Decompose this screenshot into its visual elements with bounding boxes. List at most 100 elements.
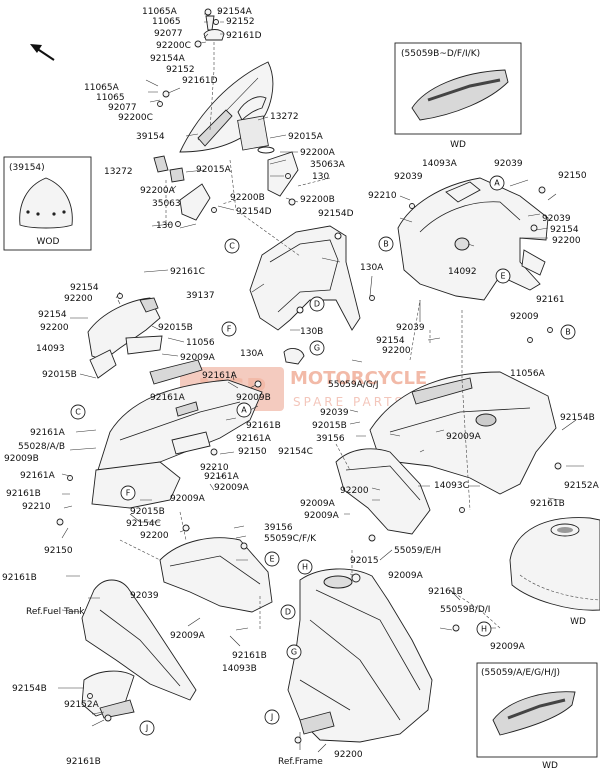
callout-label: 92200 bbox=[64, 294, 93, 304]
svg-text:B: B bbox=[383, 240, 389, 249]
callout-label: 55059/E/H bbox=[394, 546, 441, 556]
inset-side-cover-wd: (55059B~D/F/I/K) WD bbox=[394, 42, 522, 150]
callout-label: 92039 bbox=[130, 591, 159, 601]
callout-label: 11065 bbox=[152, 17, 181, 27]
reference-circles: A B E B C D F G C A F E H D G H J J bbox=[70, 175, 576, 736]
callout-label: 35063A bbox=[310, 160, 346, 170]
callout-label: 92009 bbox=[510, 312, 539, 322]
callout-label: 92161B bbox=[530, 499, 565, 509]
callout-label: 92150 bbox=[558, 171, 587, 181]
svg-text:G: G bbox=[291, 648, 297, 657]
callout-label: 92161B bbox=[6, 489, 41, 499]
callout-label: 92161D bbox=[226, 31, 262, 41]
callout-label: 92039 bbox=[320, 408, 349, 418]
callout-label: 92154 bbox=[70, 283, 99, 293]
callout-label: 92161C bbox=[170, 267, 205, 277]
callout-label: 92200 bbox=[334, 750, 363, 760]
leader-lines bbox=[58, 9, 584, 753]
callout-label: 130B bbox=[300, 327, 323, 337]
callout-label: 92200B bbox=[230, 193, 265, 203]
callout-label: 92154D bbox=[318, 209, 354, 219]
svg-text:B: B bbox=[565, 328, 571, 337]
callout-label: 14093C bbox=[434, 481, 469, 491]
fuel-tank-shape bbox=[509, 517, 600, 611]
inset-windshield-wod: (39154) WOD bbox=[3, 156, 92, 251]
callout-label: 92152A bbox=[564, 481, 600, 491]
guide-lines bbox=[119, 42, 501, 630]
inset-lower-cowl-wd: (55059/A/E/G/H/J) WD bbox=[476, 662, 598, 771]
svg-text:G: G bbox=[314, 344, 320, 353]
callout-label: 92161B bbox=[428, 587, 463, 597]
callout-label: 39156 bbox=[264, 523, 293, 533]
center-cover-55059C bbox=[335, 448, 431, 535]
callout-label: 92039 bbox=[394, 172, 423, 182]
callout-label: 13272 bbox=[270, 112, 299, 122]
callout-label: 92150 bbox=[44, 546, 73, 556]
callout-label: 92161A bbox=[30, 428, 66, 438]
callout-label: 92161B bbox=[232, 651, 267, 661]
callout-label: 92009A bbox=[304, 511, 340, 521]
bracket-35063A bbox=[267, 151, 299, 197]
callout-label: 92015B bbox=[42, 370, 77, 380]
callout-label: 92161B bbox=[246, 421, 281, 431]
callout-label: 130 bbox=[156, 221, 173, 231]
svg-text:C: C bbox=[75, 408, 81, 417]
callout-label: 39137 bbox=[186, 291, 215, 301]
callout-label: 92210 bbox=[200, 463, 229, 473]
callout-label: 92161B bbox=[2, 573, 37, 583]
callout-label: 92009A bbox=[300, 499, 336, 509]
callout-label: 92154B bbox=[12, 684, 47, 694]
callout-label: 92152 bbox=[166, 65, 195, 75]
callout-label: 92200 bbox=[340, 486, 369, 496]
svg-text:J: J bbox=[270, 713, 273, 722]
callout-label: 92009A bbox=[170, 631, 206, 641]
callout-label: 55059B/D/I bbox=[440, 605, 490, 615]
callout-label: 92039 bbox=[494, 159, 523, 169]
meter-bracket-39137 bbox=[249, 225, 361, 365]
callout-label: 92161A bbox=[150, 393, 186, 403]
watermark-sub: SPARE PARTS bbox=[293, 395, 405, 409]
callout-label: 14093 bbox=[36, 344, 65, 354]
callout-label: 55059C/F/K bbox=[264, 534, 317, 544]
callout-label: 92154 bbox=[38, 310, 67, 320]
callout-label: 92161A bbox=[204, 472, 240, 482]
svg-text:D: D bbox=[285, 608, 291, 617]
callout-label: 11065 bbox=[96, 93, 125, 103]
callout-label: 92152A bbox=[64, 700, 100, 710]
svg-text:F: F bbox=[126, 489, 131, 498]
callout-label: 92161 bbox=[536, 295, 565, 305]
callout-label: 92200 bbox=[40, 323, 69, 333]
callout-label: 92039 bbox=[396, 323, 425, 333]
windshield-inset-shape bbox=[19, 177, 73, 229]
inner-panel-14093A bbox=[397, 177, 549, 301]
svg-text:E: E bbox=[269, 555, 274, 564]
svg-text:D: D bbox=[314, 300, 320, 309]
callout-label: 92200B bbox=[300, 195, 335, 205]
callout-label: 92150 bbox=[238, 447, 267, 457]
callout-label: 92200C bbox=[156, 41, 191, 51]
callout-label: 92200A bbox=[300, 148, 336, 158]
callout-label: 92154D bbox=[236, 207, 272, 217]
svg-text:A: A bbox=[494, 179, 500, 188]
callout-label: 92210 bbox=[368, 191, 397, 201]
inset-caption: WOD bbox=[37, 237, 60, 247]
callout-label: 92077 bbox=[108, 103, 137, 113]
callout-label: 92154C bbox=[126, 519, 161, 529]
callout-label: 130A bbox=[240, 349, 264, 359]
callout-label: 92161D bbox=[182, 76, 218, 86]
callout-label: 92210 bbox=[22, 502, 51, 512]
callout-label: 92015 bbox=[350, 556, 379, 566]
callout-label: 39156 bbox=[316, 434, 345, 444]
callout-label: 92009A bbox=[214, 483, 250, 493]
callout-label: 11056A bbox=[510, 369, 546, 379]
callout-label: 11065A bbox=[84, 83, 120, 93]
callout-label: 11056 bbox=[186, 338, 215, 348]
callout-label: 92009B bbox=[4, 454, 39, 464]
inset-title: (55059/A/E/G/H/J) bbox=[481, 668, 560, 678]
callout-label: 92077 bbox=[154, 29, 183, 39]
callout-label: 55059A/G/J bbox=[328, 380, 378, 390]
lower-cowl-14093B bbox=[81, 579, 197, 719]
callout-label: Ref.Fuel Tank bbox=[26, 607, 85, 617]
